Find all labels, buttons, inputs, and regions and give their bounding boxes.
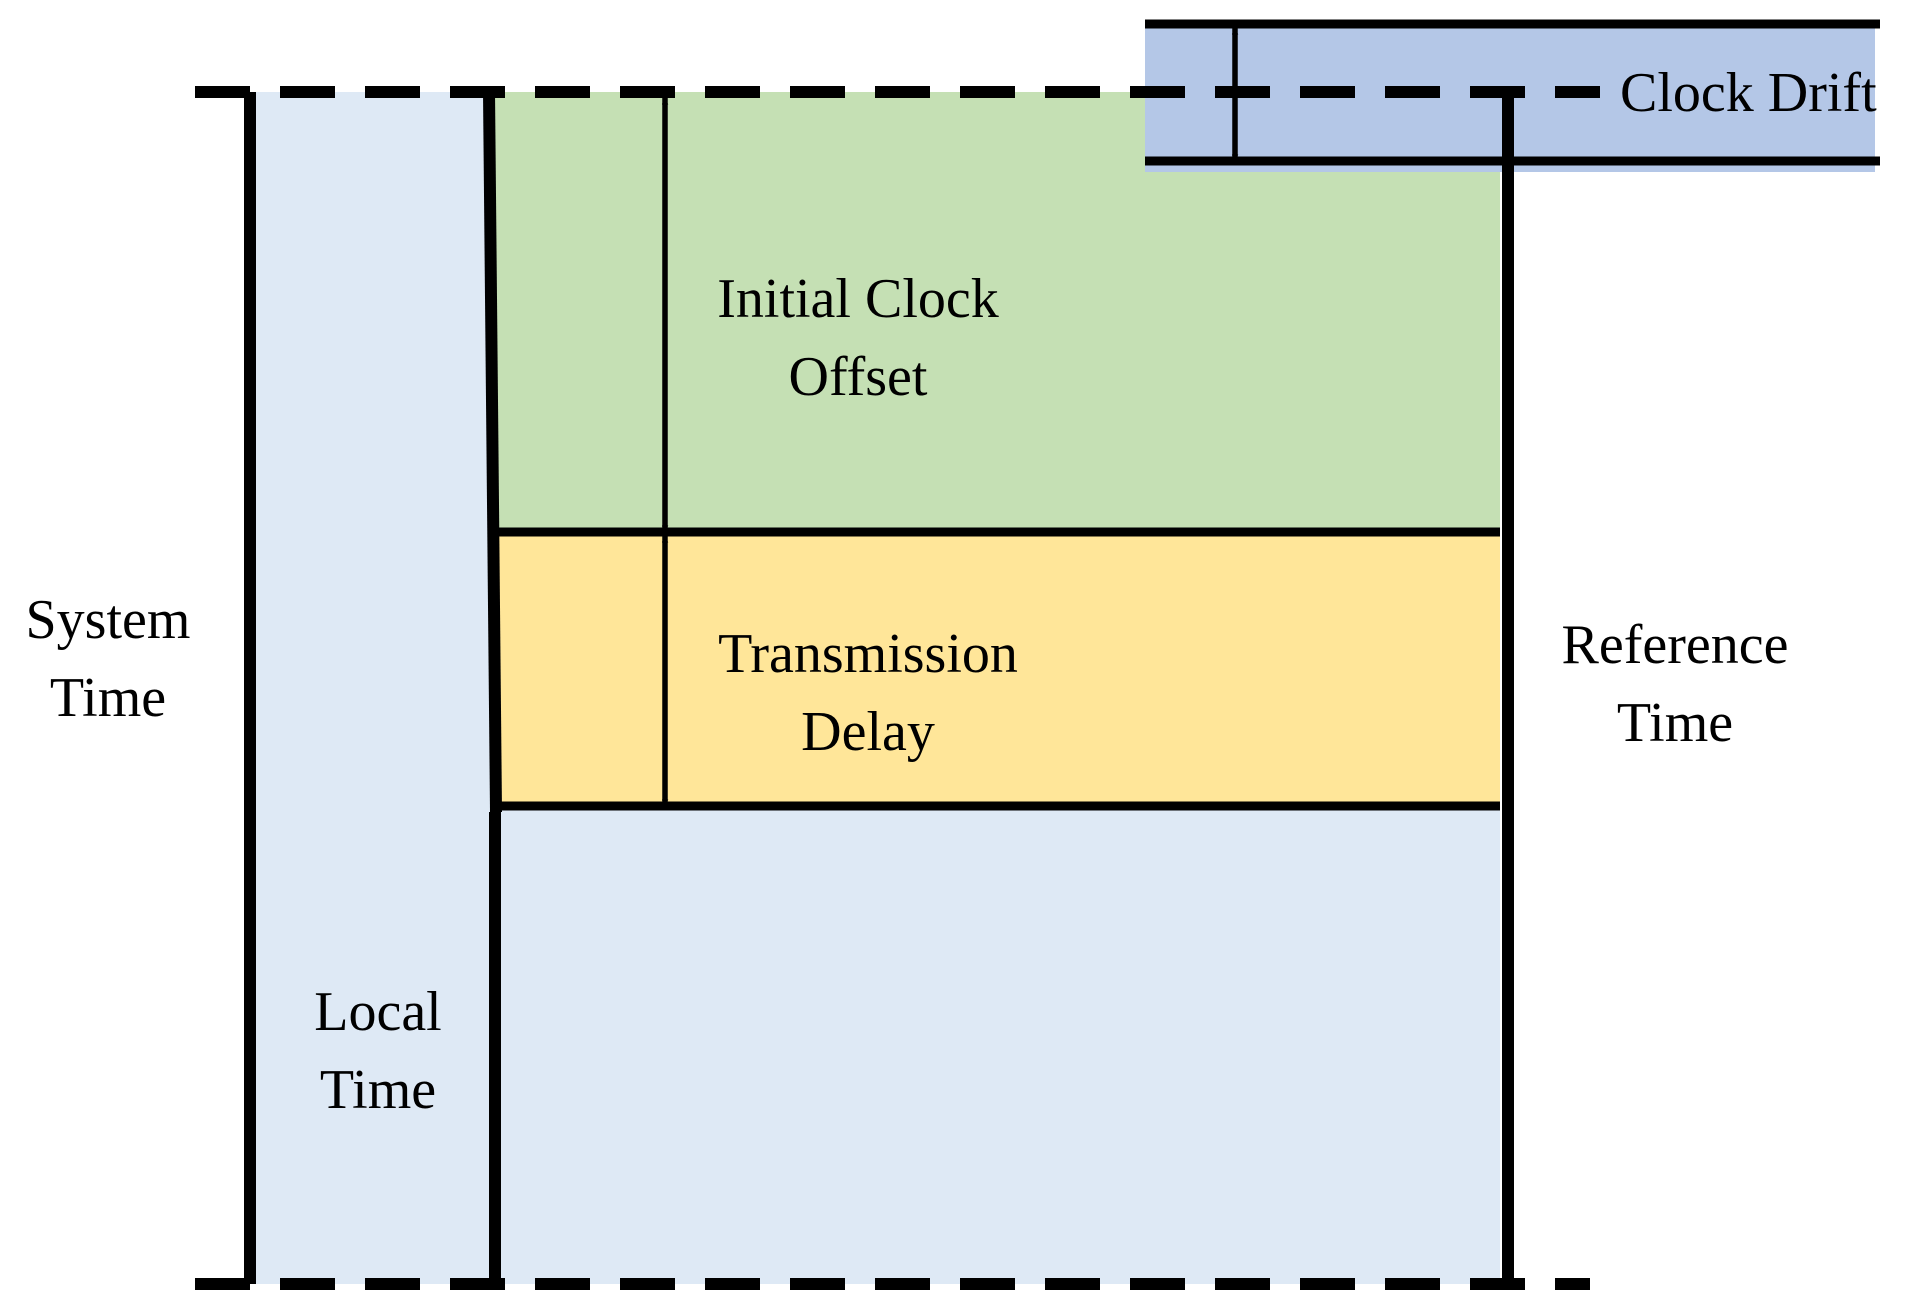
system-time-label-line1: System [26,589,191,651]
system-time-label-line2: Time [50,667,166,729]
initial-offset-label-line1: Initial Clock [717,268,999,330]
initial-offset-label-line2: Offset [789,346,928,408]
local-clock-edge-line [483,91,502,813]
transmission-delay-label-line1: Transmission [718,623,1018,685]
reference-time-label-line1: Reference [1562,614,1789,676]
clock-drift-label: Clock Drift [1620,62,1877,124]
local-time-label-line1: Local [314,981,441,1043]
reference-time-label-line2: Time [1617,692,1733,754]
transmission-delay-label-line2: Delay [801,701,935,763]
local-time-label-line2: Time [320,1059,436,1121]
